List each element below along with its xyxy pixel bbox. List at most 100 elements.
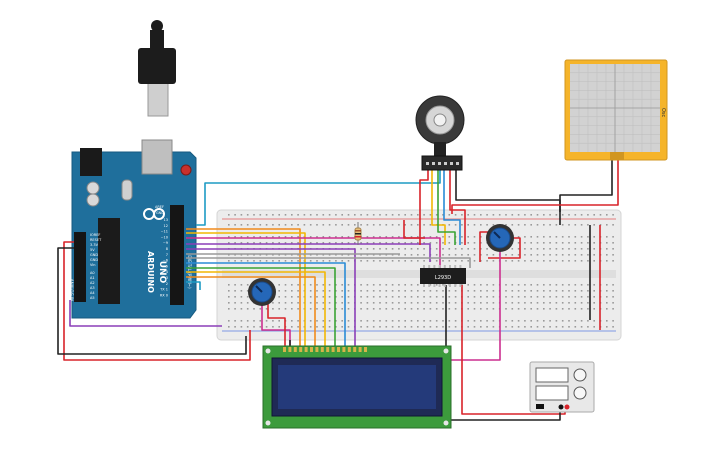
breadboard-hole [486, 296, 488, 298]
breadboard-hole [398, 214, 400, 216]
terminal-negative [558, 404, 564, 410]
breadboard-hole [435, 236, 438, 238]
breadboard-hole [253, 214, 255, 216]
breadboard-hole [265, 326, 268, 328]
breadboard-hole [265, 224, 268, 226]
breadboard-hole [328, 260, 331, 262]
breadboard-hole [335, 242, 337, 244]
breadboard-hole [259, 326, 262, 328]
digital-pin-label: ~9 [163, 241, 168, 245]
digital-pin-label: ~10 [161, 235, 168, 239]
analog-pin-label: A4 [90, 291, 95, 295]
voltage-knob[interactable] [573, 368, 587, 382]
breadboard-hole [612, 284, 614, 286]
breadboard-hole [511, 290, 514, 292]
breadboard-hole [316, 236, 318, 238]
breadboard-hole [517, 320, 520, 322]
breadboard-hole [454, 302, 457, 304]
breadboard-hole [549, 224, 551, 226]
breadboard-hole [385, 308, 388, 310]
breadboard-hole [366, 260, 369, 262]
breadboard-hole [606, 320, 608, 322]
gnd-pin-label: GND [156, 211, 164, 215]
power-switch[interactable] [536, 404, 544, 409]
breadboard-hole [354, 242, 356, 244]
breadboard-hole [297, 236, 299, 238]
breadboard-hole [391, 308, 394, 310]
breadboard-hole [612, 254, 614, 256]
breadboard-hole [297, 308, 299, 310]
breadboard-hole [246, 214, 249, 216]
breadboard-hole [612, 296, 614, 298]
breadboard-hole [360, 308, 362, 310]
digital-pin-label: ~6 [163, 259, 168, 263]
reset-button[interactable] [180, 164, 192, 176]
breadboard-hole [473, 308, 476, 310]
breadboard-hole [561, 284, 564, 286]
breadboard-hole [492, 296, 495, 298]
breadboard-hole [511, 248, 514, 250]
breadboard-hole [246, 308, 249, 310]
breadboard-hole [467, 320, 469, 322]
breadboard-hole [272, 302, 274, 304]
breadboard-hole [347, 284, 350, 286]
breadboard-hole [410, 248, 413, 250]
breadboard-hole [543, 224, 545, 226]
connector-pin [426, 162, 429, 165]
breadboard-hole [328, 302, 331, 304]
wire-blue [186, 262, 346, 346]
breadboard-hole [454, 296, 457, 298]
mount-hole [443, 348, 449, 354]
breadboard-hole [341, 320, 343, 322]
breadboard-hole [278, 290, 280, 292]
breadboard-hole [561, 248, 564, 250]
breadboard-hole [265, 236, 268, 238]
breadboard-hole [461, 242, 463, 244]
breadboard-hole [259, 224, 262, 226]
breadboard-hole [322, 308, 325, 310]
breadboard-hole [580, 326, 583, 328]
breadboard-hole [391, 320, 394, 322]
breadboard-hole [322, 326, 325, 328]
breadboard-hole [524, 248, 526, 250]
breadboard-hole [461, 236, 463, 238]
breadboard-hole [612, 302, 614, 304]
breadboard-hole [246, 296, 249, 298]
breadboard-hole [398, 242, 400, 244]
breadboard-hole [316, 308, 318, 310]
lcd-display [262, 345, 452, 429]
breadboard-hole [442, 290, 444, 292]
breadboard-hole [593, 308, 595, 310]
breadboard-hole [511, 320, 514, 322]
breadboard-hole [435, 290, 438, 292]
breadboard-hole [568, 254, 570, 256]
breadboard-hole [316, 320, 318, 322]
breadboard-hole [580, 254, 583, 256]
breadboard-hole [284, 242, 287, 244]
breadboard-hole [505, 254, 507, 256]
breadboard-hole [429, 296, 432, 298]
breadboard-hole [404, 236, 406, 238]
breadboard-hole [435, 284, 438, 286]
breadboard-hole [505, 302, 507, 304]
breadboard-hole [372, 302, 375, 304]
crystal [121, 179, 133, 201]
breadboard-hole [259, 236, 262, 238]
breadboard-hole [517, 242, 520, 244]
breadboard-hole [272, 236, 274, 238]
breadboard-hole [240, 290, 243, 292]
breadboard-hole [391, 302, 394, 304]
breadboard-hole [278, 326, 280, 328]
breadboard-hole [366, 236, 369, 238]
breadboard-hole [448, 320, 451, 322]
breadboard-hole [278, 302, 280, 304]
breadboard-hole [410, 224, 413, 226]
current-knob[interactable] [573, 386, 587, 400]
breadboard-hole [561, 308, 564, 310]
lcd-pin [288, 347, 292, 352]
breadboard-hole [505, 284, 507, 286]
breadboard-hole [429, 326, 432, 328]
breadboard-hole [536, 254, 539, 256]
breadboard-hole [580, 248, 583, 250]
breadboard-hole [480, 326, 482, 328]
